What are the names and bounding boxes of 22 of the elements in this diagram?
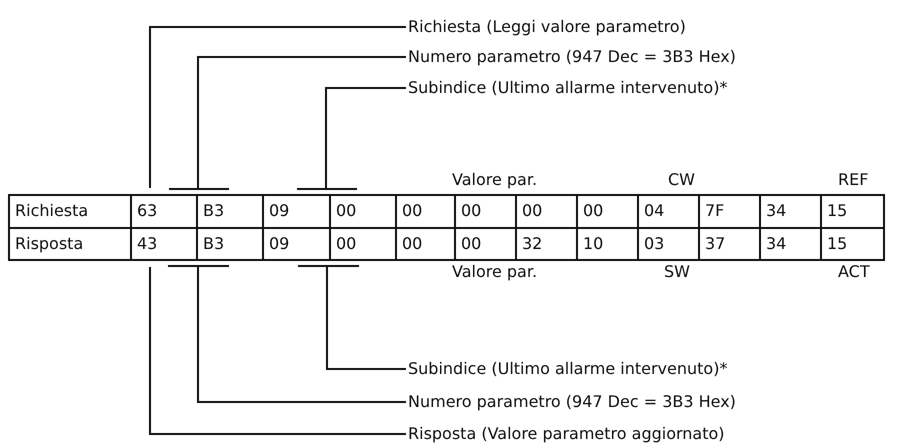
field-label: ACT — [838, 262, 870, 282]
leader-line — [326, 267, 406, 370]
leader-line — [197, 56, 406, 188]
leader-line — [149, 267, 406, 435]
table-cell: Risposta — [8, 227, 132, 261]
leader-line — [325, 87, 406, 188]
leader-label: Risposta (Valore parametro aggiornato) — [408, 424, 725, 444]
leader-line — [197, 267, 406, 403]
field-label: CW — [668, 170, 695, 190]
leader-label: Richiesta (Leggi valore parametro) — [408, 17, 686, 37]
leader-label: Subindice (Ultimo allarme intervenuto)* — [408, 359, 728, 379]
table-cell: Richiesta — [8, 194, 132, 229]
table-cell: 15 — [820, 227, 885, 261]
field-label: REF — [838, 170, 868, 190]
field-label: Valore par. — [452, 262, 538, 282]
leader-line — [149, 26, 406, 188]
leader-label: Numero parametro (947 Dec = 3B3 Hex) — [408, 47, 736, 67]
leader-label: Numero parametro (947 Dec = 3B3 Hex) — [408, 392, 736, 412]
field-label: Valore par. — [452, 170, 538, 190]
table-cell: 15 — [820, 194, 885, 229]
field-label: SW — [664, 262, 690, 282]
leader-label: Subindice (Ultimo allarme intervenuto)* — [408, 78, 728, 98]
